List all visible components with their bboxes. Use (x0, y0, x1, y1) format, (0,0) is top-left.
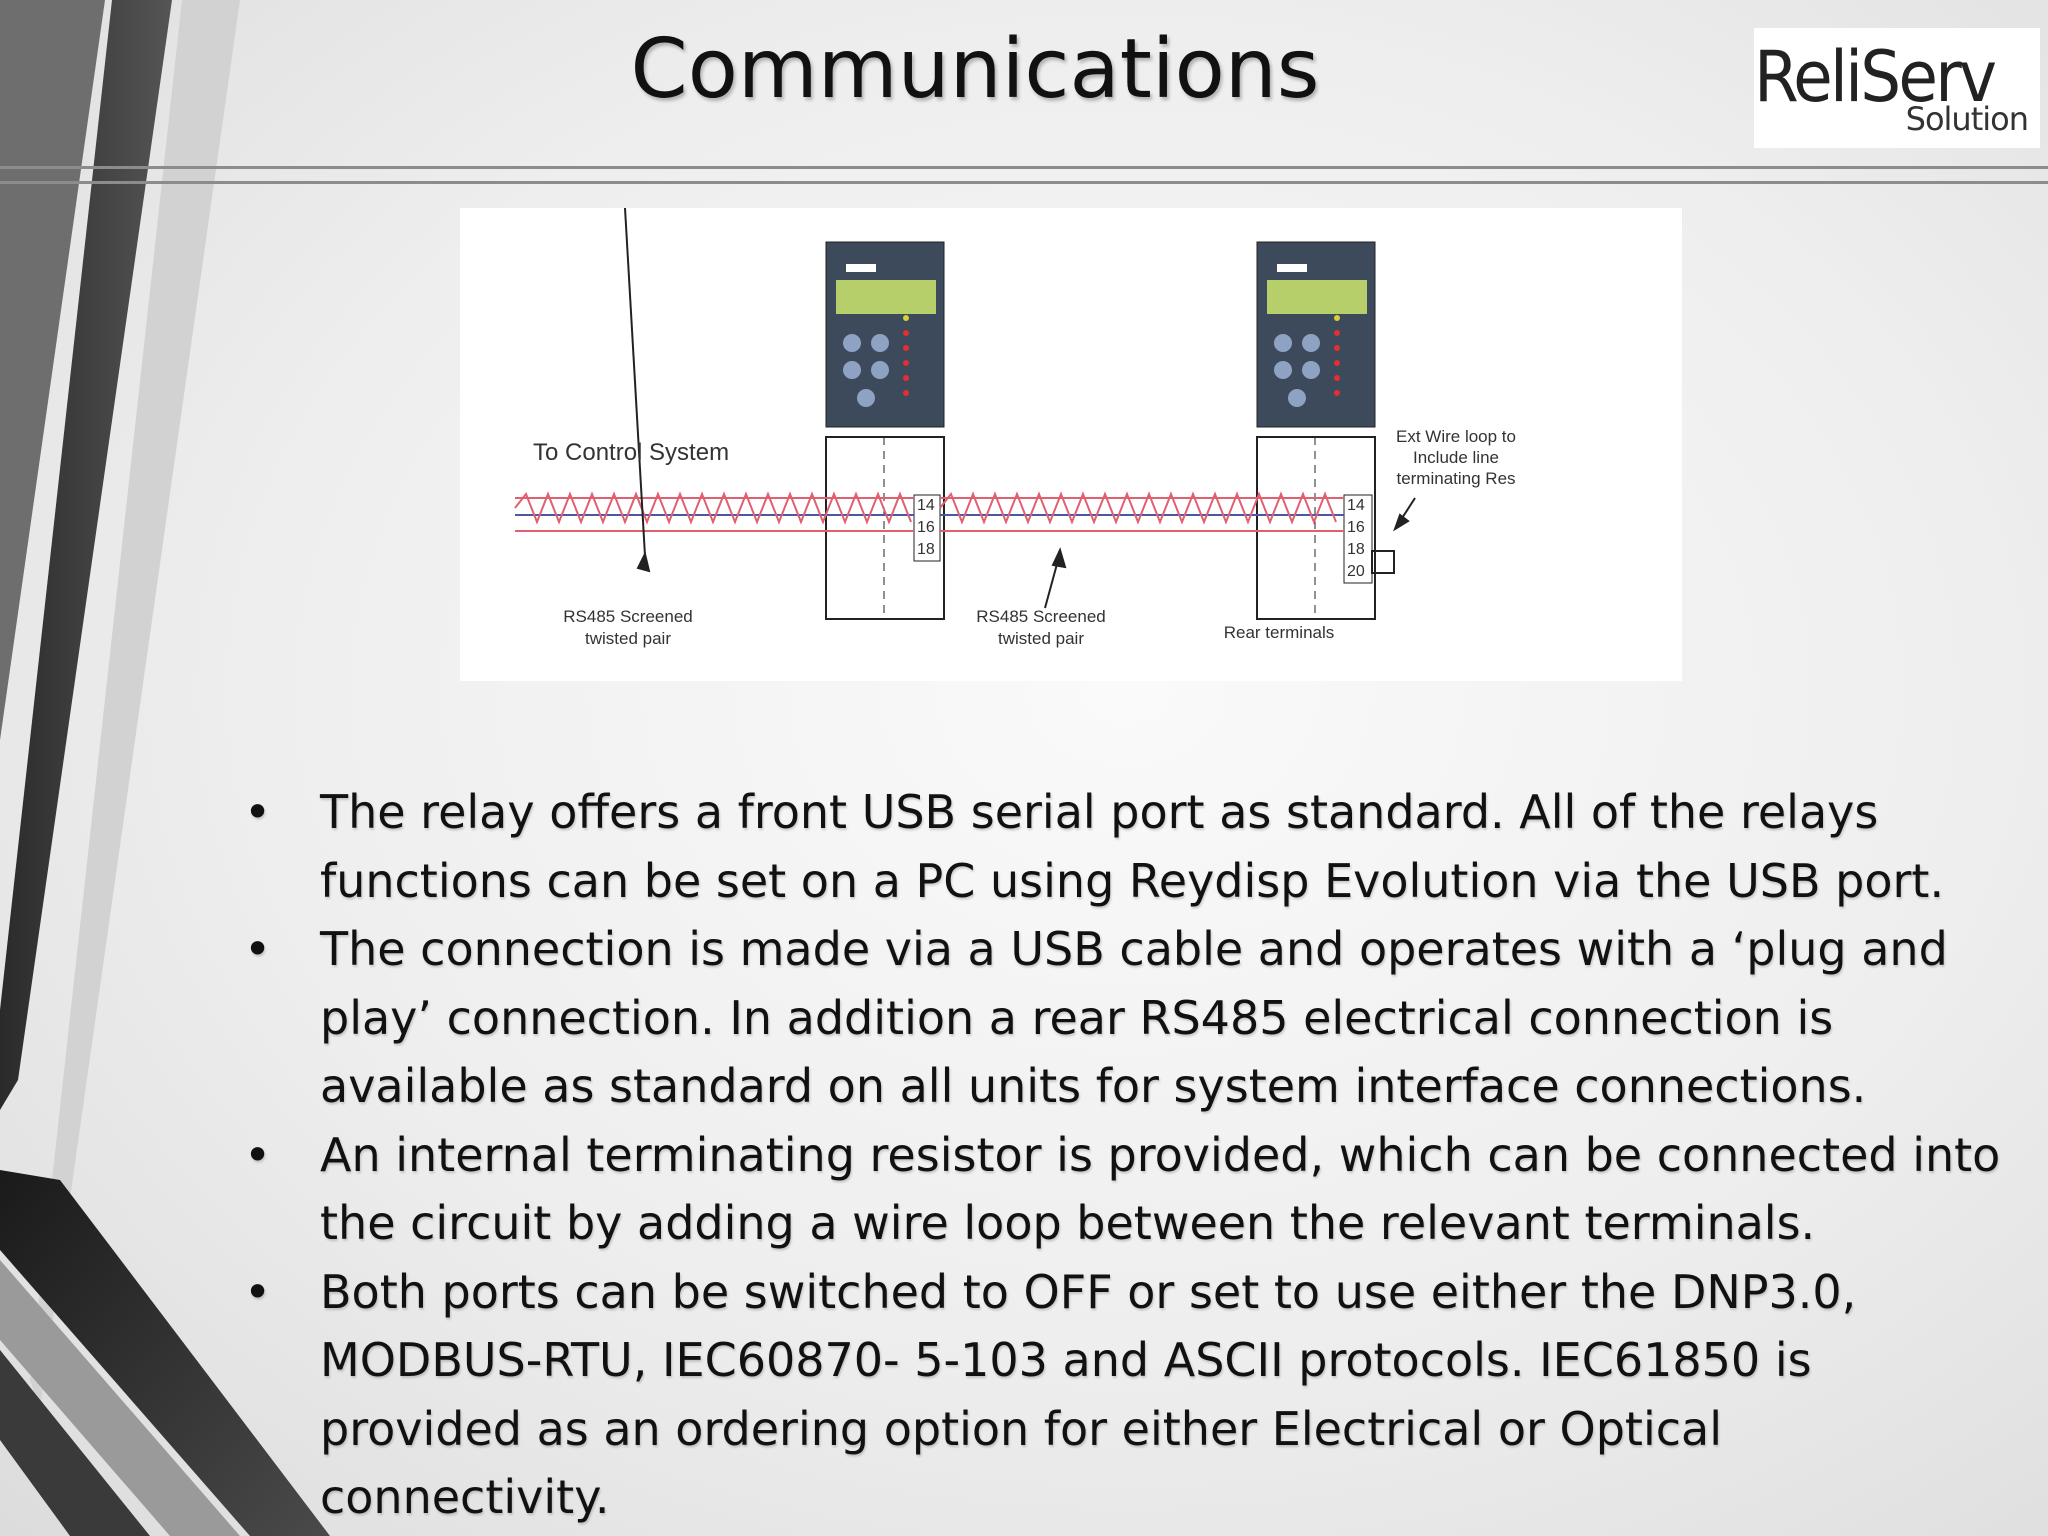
rs485-wiring-diagram: 14 16 18 14 16 18 20 To Control System R… (460, 208, 1682, 681)
wiring-diagram-svg: 14 16 18 14 16 18 20 To Control System R… (514, 208, 1516, 648)
bullet-text: The connection is made via a USB cable a… (320, 922, 1948, 1113)
label-ext-wire-1: Ext Wire loop to (1396, 427, 1516, 446)
relay-1-front-panel (825, 241, 945, 428)
relay-1-terminal-16: 16 (917, 519, 935, 536)
header-rule-bottom (0, 181, 2048, 184)
bullet-item: • An internal terminating resistor is pr… (236, 1121, 2026, 1258)
bullet-marker: • (244, 785, 272, 839)
bullet-marker: • (244, 1264, 272, 1319)
relay-2-terminal-16: 16 (1347, 519, 1365, 536)
label-twisted-pair-2a: RS485 Screened (976, 607, 1105, 626)
slide-title: Communications (630, 22, 1320, 117)
label-ext-wire-2: Include line (1413, 448, 1499, 467)
header-rule-top (0, 166, 2048, 169)
bullet-list: • The relay offers a front USB serial po… (236, 778, 2026, 1532)
bullet-text: An internal terminating resistor is prov… (320, 1127, 2001, 1251)
bullet-item: • The relay offers a front USB serial po… (236, 778, 2026, 915)
logo-tagline: Solution (1905, 100, 2029, 138)
label-twisted-pair-2b: twisted pair (998, 629, 1084, 648)
bullet-text: Both ports can be switched to OFF or set… (320, 1264, 1857, 1525)
bullet-item: • Both ports can be switched to OFF or s… (236, 1258, 2026, 1532)
relay-2-front-panel (1256, 241, 1376, 428)
label-rear-terminals: Rear terminals (1224, 623, 1335, 642)
logo-wordmark: ReliServ (1754, 36, 1997, 118)
relay-2-terminal-14: 14 (1347, 497, 1365, 514)
label-twisted-pair-1a: RS485 Screened (563, 607, 692, 626)
twisted-pair-2 (939, 491, 1337, 525)
label-to-control-system: To Control System (533, 439, 729, 466)
bullet-item: • The connection is made via a USB cable… (236, 915, 2026, 1121)
twisted-pair-1 (514, 491, 912, 525)
bullet-text: The relay offers a front USB serial port… (320, 785, 1945, 908)
company-logo: ReliServ Solution (1754, 28, 2040, 148)
relay-2-terminal-20: 20 (1347, 563, 1365, 580)
relay-1-terminal-14: 14 (917, 497, 935, 514)
relay-2-terminal-18: 18 (1347, 541, 1365, 558)
ext-wire-loop (1371, 550, 1395, 574)
bullet-marker: • (244, 1127, 272, 1182)
label-twisted-pair-1b: twisted pair (585, 629, 671, 648)
bullet-marker: • (244, 922, 272, 976)
label-ext-wire-3: terminating Res (1396, 469, 1515, 488)
relay-1-terminal-18: 18 (917, 541, 935, 558)
